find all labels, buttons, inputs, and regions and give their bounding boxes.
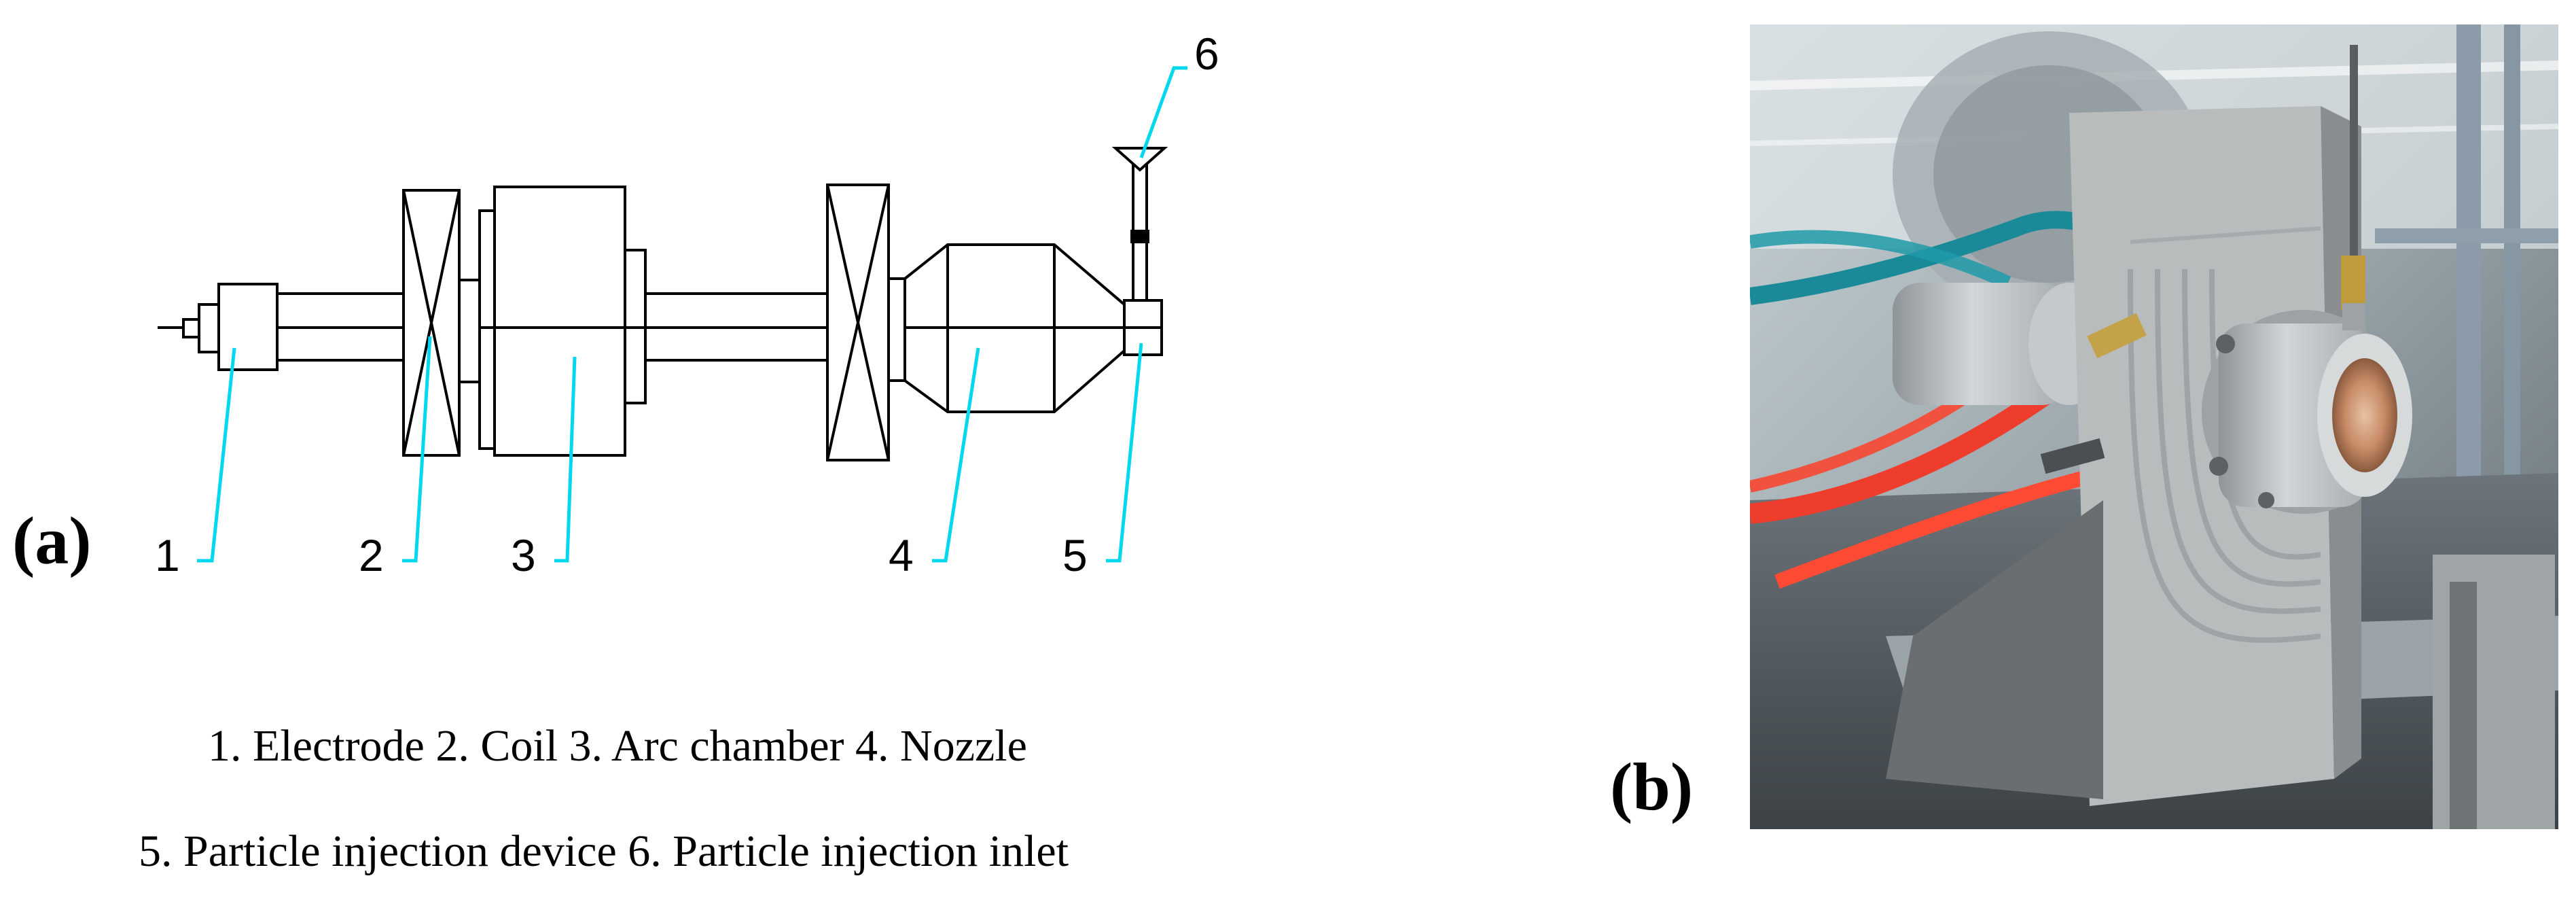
apparatus-photo: [1750, 24, 2558, 829]
callout-number-5: 5: [1062, 530, 1088, 580]
caption-line-2: 5. Particle injection device 6. Particle…: [139, 826, 1069, 876]
photo-illustration: [1750, 24, 2558, 829]
callout-number-4: 4: [889, 530, 914, 580]
nozzle: [887, 243, 1126, 413]
panel-label-a: (a): [12, 503, 92, 578]
leader-line-6: [1139, 66, 1187, 158]
caption-line-1: 1. Electrode 2. Coil 3. Arc chamber 4. N…: [208, 721, 1027, 771]
leader-line-3: [554, 356, 577, 563]
leader-line-1: [197, 347, 236, 563]
leader-line-4: [932, 347, 980, 563]
particle-injection-device: [1123, 299, 1163, 356]
callout-number-1: 1: [155, 530, 180, 580]
electrode: [158, 283, 279, 371]
panel-a: 1 2 3 4 5 6 (a) 1. Electrode 2. Coil 3. …: [12, 29, 1219, 876]
arc-chamber: [458, 186, 647, 457]
leader-line-5: [1106, 343, 1143, 563]
callout-number-3: 3: [511, 530, 536, 580]
apparatus-schematic: 1 2 3 4 5 6: [155, 29, 1219, 580]
coil-left: [402, 189, 461, 457]
callout-number-6: 6: [1194, 29, 1219, 79]
callout-number-2: 2: [359, 530, 384, 580]
leader-line-2: [402, 336, 432, 563]
particle-injection-inlet: [1111, 147, 1168, 300]
coil-right: [826, 184, 890, 461]
panel-label-b: (b): [1610, 749, 1694, 824]
